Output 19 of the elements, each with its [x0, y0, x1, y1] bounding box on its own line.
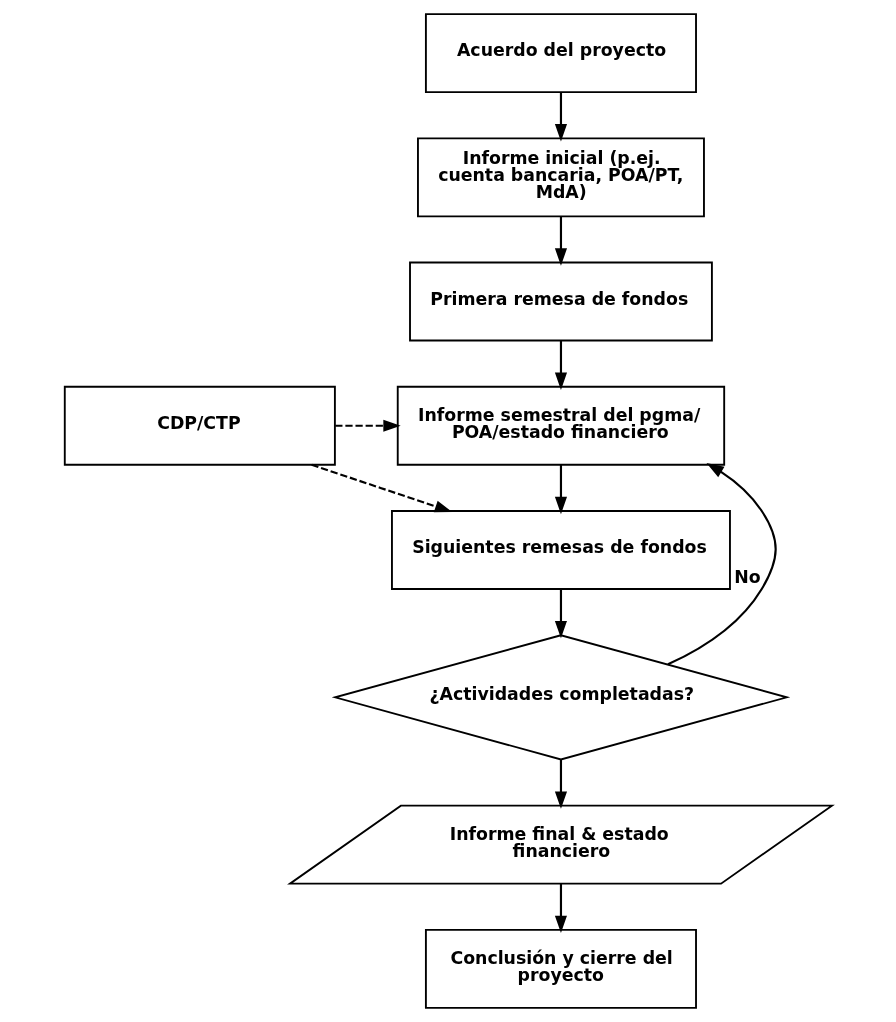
node-box: Primera remesa de fondos	[408, 261, 713, 342]
node-box: Siguientes remesas de fondos	[390, 510, 731, 590]
arrow	[554, 216, 567, 266]
node-box: Conclusión y cierre del proyecto	[424, 928, 697, 1009]
node-box: Informe semestral del pgma/ POA/estado financiero	[396, 385, 725, 466]
arrow	[667, 463, 777, 666]
edge-label: No	[733, 566, 761, 587]
node-box: Informe inicial (p.ej. cuenta bancaria, POA/PT, MdA)	[416, 137, 705, 218]
node-diamond: ¿Actividades completadas?	[331, 634, 790, 761]
node-box: Acuerdo del proyecto	[424, 13, 697, 94]
arrow	[554, 464, 567, 515]
arrow	[554, 883, 567, 934]
node-box: CDP/CTP	[63, 385, 336, 466]
arrow	[310, 463, 452, 513]
arrow	[554, 759, 567, 809]
arrow	[554, 92, 567, 142]
arrow	[554, 589, 567, 639]
arrow	[334, 419, 401, 432]
arrow	[554, 340, 567, 390]
